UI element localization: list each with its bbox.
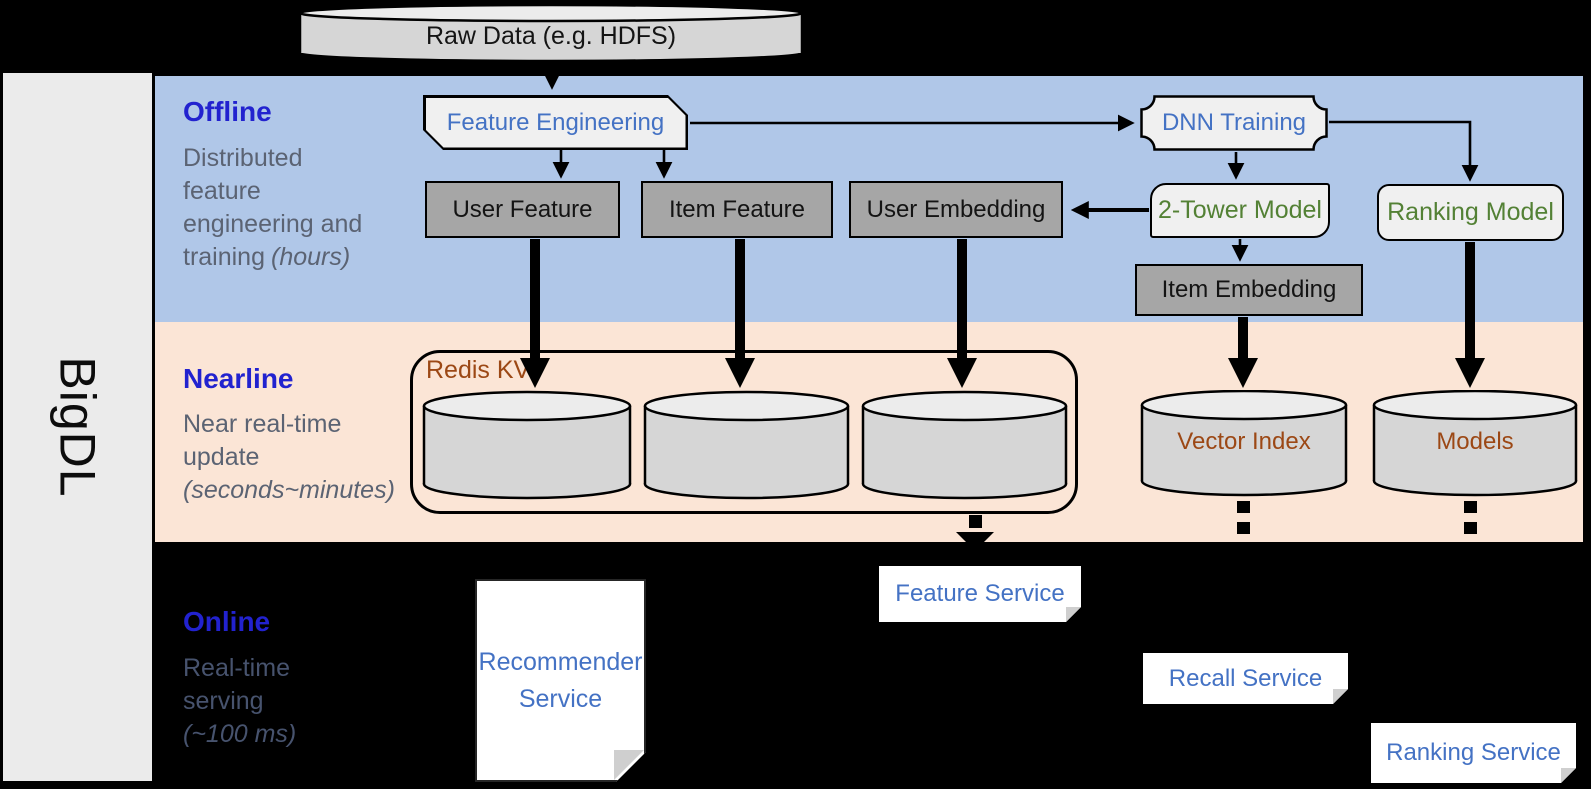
offline-section-title: Offline bbox=[183, 96, 272, 127]
offline-section-description: Distributed feature engineering and trai… bbox=[183, 142, 423, 274]
vector-index-label: Vector Index bbox=[1177, 428, 1311, 455]
raw-data-cylinder bbox=[298, 4, 804, 62]
kv-cylinder-2 bbox=[643, 390, 850, 500]
node-item-embedding: Item Embedding bbox=[1135, 264, 1363, 316]
node-user-feature: User Feature bbox=[425, 181, 620, 238]
recommender-service-document: Recommender Service bbox=[475, 579, 646, 782]
feature-service-box: Feature Service bbox=[879, 566, 1081, 622]
ranking-service-box: Ranking Service bbox=[1371, 723, 1576, 783]
recommender-service-fold-corner bbox=[614, 750, 644, 780]
dnn-training-label: DNN Training bbox=[1161, 109, 1307, 136]
recall-service-fold-corner bbox=[1333, 689, 1348, 704]
bigdl-sidebar: BigDL bbox=[3, 73, 152, 781]
node-ranking-model: Ranking Model bbox=[1377, 184, 1564, 241]
online-duration-text: (~100 ms) bbox=[183, 720, 297, 748]
node-dnn-training: DNN Training bbox=[1140, 95, 1328, 151]
feature-engineering-label: Feature Engineering bbox=[426, 98, 686, 148]
bigdl-brand-text: BigDL bbox=[49, 356, 106, 498]
offline-description-text: Distributed feature engineering and trai… bbox=[183, 144, 363, 271]
kv-cylinder-1 bbox=[422, 390, 632, 500]
nearline-section-title: Nearline bbox=[183, 363, 294, 394]
node-feature-engineering: Feature Engineering bbox=[423, 95, 688, 150]
nearline-duration-text: (seconds~minutes) bbox=[183, 476, 395, 504]
plaque-shape bbox=[1140, 95, 1328, 151]
nearline-description-text: Near real-time update bbox=[183, 410, 342, 471]
node-user-embedding: User Embedding bbox=[849, 181, 1063, 238]
models-cylinder bbox=[1372, 390, 1578, 497]
recall-service-box: Recall Service bbox=[1143, 653, 1348, 704]
kv-cylinder-3 bbox=[861, 390, 1068, 500]
raw-data-label: Raw Data (e.g. HDFS) bbox=[425, 21, 677, 50]
feature-service-fold-corner bbox=[1066, 607, 1081, 622]
online-section-description: Real-time serving (~100 ms) bbox=[183, 652, 353, 751]
node-item-feature: Item Feature bbox=[641, 181, 833, 238]
ranking-service-fold-corner bbox=[1561, 768, 1576, 783]
models-label: Models bbox=[1436, 428, 1514, 455]
offline-duration-text: (hours) bbox=[271, 243, 351, 271]
nearline-section-description: Near real-time update (seconds~minutes) bbox=[183, 408, 433, 507]
node-two-tower-model: 2-Tower Model bbox=[1150, 183, 1330, 238]
online-section-title: Online bbox=[183, 606, 271, 637]
online-description-text: Real-time serving bbox=[183, 654, 290, 715]
redis-kv-label: Redis KV bbox=[426, 356, 531, 384]
vector-index-cylinder bbox=[1140, 390, 1348, 497]
